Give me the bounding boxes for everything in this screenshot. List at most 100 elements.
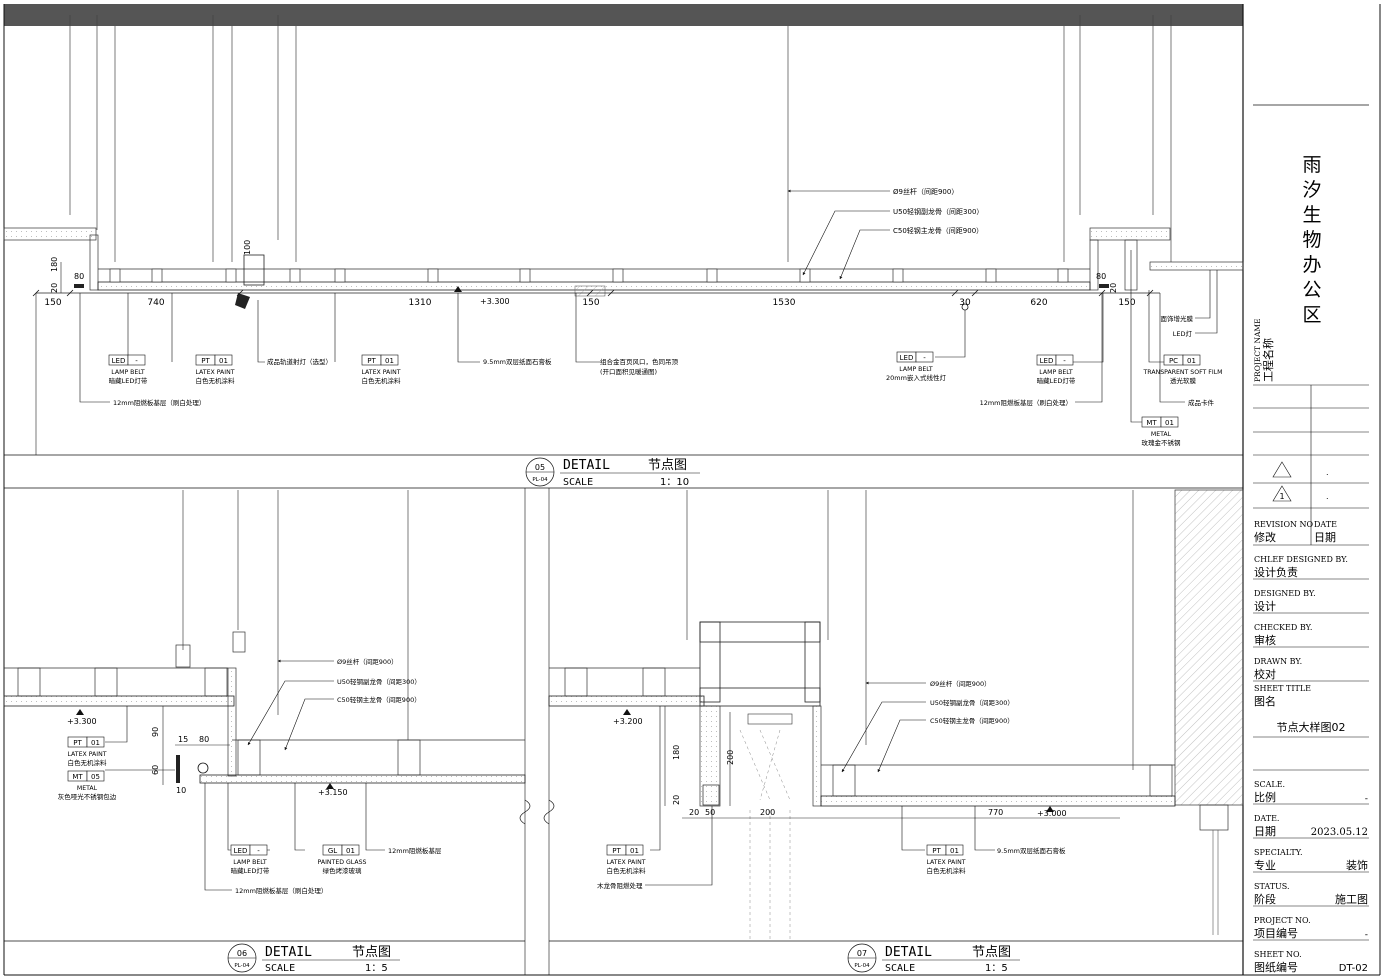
- dim-3: 1310: [409, 298, 432, 308]
- svg-text:项目编号: 项目编号: [1254, 926, 1298, 940]
- svg-text:10: 10: [176, 786, 186, 795]
- svg-text:C50轻钢主龙骨（间距900）: C50轻钢主龙骨（间距900）: [930, 716, 1014, 725]
- note-board-right: 12mm阻燃板基层（刷白处理）: [980, 398, 1072, 407]
- sheet-frame: [3, 4, 1381, 976]
- svg-text:节点图: 节点图: [972, 945, 1011, 960]
- tag-code: LED: [112, 357, 126, 365]
- tag-code: GL: [328, 847, 337, 855]
- svg-text:U50轻钢副龙骨（间距300）: U50轻钢副龙骨（间距300）: [930, 698, 1014, 707]
- tag-label-cn: 透光软膜: [1170, 376, 1197, 385]
- runner-blocks: [109, 268, 1069, 283]
- svg-text:审核: 审核: [1254, 633, 1276, 647]
- level-mark: +3.200: [613, 717, 643, 726]
- svg-text:面饰增光膜: 面饰增光膜: [1161, 314, 1194, 323]
- detail-title-07: DETAIL: [885, 945, 932, 960]
- tag-number: 01: [630, 847, 639, 855]
- svg-text:CHLEF DESIGNED BY.: CHLEF DESIGNED BY.: [1254, 555, 1348, 564]
- tag-label-cn: 灰色哑光不锈钢包边: [58, 792, 117, 801]
- level-mark: +3.300: [67, 717, 97, 726]
- svg-text:-: -: [1365, 930, 1368, 940]
- sheet-title-value: 节点大样图02: [1277, 720, 1346, 734]
- tag-code: MT: [1146, 419, 1157, 427]
- svg-text:12mm阻燃板基层（刷白处理）: 12mm阻燃板基层（刷白处理）: [235, 886, 327, 895]
- svg-text:阶段: 阶段: [1254, 892, 1276, 906]
- tag-label-en: METAL: [77, 785, 98, 792]
- svg-text:20: 20: [50, 283, 59, 293]
- tag-label-cn: 玫瑰金不锈钢: [1142, 438, 1182, 447]
- svg-text:比例: 比例: [1254, 790, 1276, 804]
- svg-text:CHECKED BY.: CHECKED BY.: [1254, 623, 1312, 632]
- sheet-number: DT-02: [1339, 963, 1368, 974]
- detail-num-05: 05: [535, 463, 545, 472]
- svg-text:1: 1: [1279, 492, 1284, 501]
- svg-text:.: .: [1326, 468, 1329, 477]
- svg-text:200: 200: [760, 808, 775, 817]
- tag-code: LED: [234, 847, 248, 855]
- svg-text:C50轻钢主龙骨（间距900）: C50轻钢主龙骨（间距900）: [337, 695, 421, 704]
- tag-number: -: [923, 354, 926, 362]
- tag-number: -: [257, 847, 260, 855]
- svg-text:图纸编号: 图纸编号: [1254, 960, 1298, 974]
- svg-text:Ø9丝杆（间距900）: Ø9丝杆（间距900）: [337, 657, 398, 666]
- tag-code: PC: [1169, 357, 1178, 365]
- svg-text:12mm阻燃板基层: 12mm阻燃板基层: [388, 846, 442, 855]
- svg-text:PROJECT NAME: PROJECT NAME: [1253, 318, 1262, 382]
- svg-text:物: 物: [1302, 229, 1321, 251]
- svg-text:DATE.: DATE.: [1254, 814, 1279, 823]
- svg-text:200: 200: [726, 750, 735, 765]
- tag-label-en: LATEX PAINT: [67, 751, 106, 758]
- svg-text:SCALE.: SCALE.: [1254, 780, 1285, 789]
- svg-text:C50轻钢主龙骨（间距900）: C50轻钢主龙骨（间距900）: [893, 226, 983, 235]
- svg-text:180: 180: [672, 745, 681, 760]
- tag-number: 05: [91, 773, 100, 781]
- level-mark: +3.300: [480, 297, 510, 306]
- svg-text:PL-04: PL-04: [532, 477, 548, 483]
- svg-text:公: 公: [1302, 279, 1321, 301]
- svg-text:图名: 图名: [1254, 694, 1276, 708]
- svg-text:-: -: [1365, 794, 1368, 804]
- svg-text:区: 区: [1302, 304, 1321, 326]
- svg-text:U50轻钢副龙骨（间距300）: U50轻钢副龙骨（间距300）: [337, 677, 421, 686]
- dim-7: 620: [1030, 298, 1047, 308]
- tag-number: 01: [219, 357, 228, 365]
- svg-text:15: 15: [178, 735, 188, 744]
- tag-code: PT: [73, 739, 82, 747]
- dim-6: 30: [959, 298, 971, 308]
- svg-text:DRAWN BY.: DRAWN BY.: [1254, 657, 1302, 666]
- svg-text:节点图: 节点图: [352, 945, 391, 960]
- svg-text:20: 20: [1109, 283, 1118, 293]
- svg-text:木龙骨阻燃处理: 木龙骨阻燃处理: [597, 881, 643, 890]
- svg-text:180: 180: [50, 257, 59, 272]
- svg-text:9.5mm双层纸面石膏板: 9.5mm双层纸面石膏板: [997, 846, 1066, 855]
- detail-07: 180 200 20 20 50 200 770 +3.200 +3.000 Ø…: [548, 489, 1244, 974]
- tag-label-cn: 暗藏LED灯带: [109, 376, 148, 385]
- tag-code: PT: [201, 357, 210, 365]
- tag-code: PT: [932, 847, 941, 855]
- tag-number: 01: [91, 739, 100, 747]
- svg-text:U50轻钢副龙骨（间距300）: U50轻钢副龙骨（间距300）: [893, 207, 983, 216]
- svg-text:SHEET NO.: SHEET NO.: [1254, 950, 1302, 959]
- dim-1: 150: [44, 298, 61, 308]
- dim-8: 150: [1118, 298, 1135, 308]
- svg-text:工程名称: 工程名称: [1261, 338, 1275, 382]
- svg-text:80: 80: [74, 272, 84, 281]
- svg-text:LED灯: LED灯: [1173, 329, 1193, 338]
- svg-text:SCALE: SCALE: [563, 477, 593, 488]
- tag-code: LED: [1040, 357, 1054, 365]
- tag-label-cn: 20mm嵌入式线性灯: [886, 373, 946, 382]
- svg-text:80: 80: [1096, 272, 1106, 281]
- detail-num-07: 07: [857, 949, 867, 958]
- svg-text:100: 100: [243, 240, 252, 255]
- svg-text:1：5: 1：5: [365, 963, 388, 974]
- svg-text:办: 办: [1302, 254, 1321, 276]
- svg-text:节点图: 节点图: [648, 458, 687, 473]
- svg-text:汐: 汐: [1302, 179, 1321, 201]
- svg-text:SHEET TITLE: SHEET TITLE: [1254, 684, 1311, 693]
- svg-text:校对: 校对: [1254, 667, 1276, 681]
